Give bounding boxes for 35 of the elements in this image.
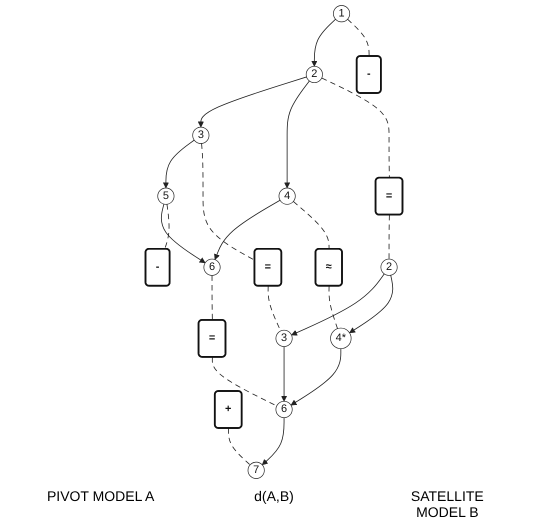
arrow [290,348,342,406]
arrow [291,273,385,336]
arrow [214,200,280,260]
arrow [311,18,336,67]
connector [212,356,278,406]
connector [347,18,370,57]
arrow [284,80,310,188]
arrow [198,76,307,128]
arrow [162,140,195,188]
node-circle: 5 [157,188,174,205]
node-circle: 1 [333,5,350,22]
connector [164,204,170,250]
arrow [160,204,206,264]
node-circle: 3 [192,126,210,144]
connector [212,275,213,321]
node-circle: 4* [330,328,352,350]
connector [201,143,256,261]
connector [228,428,250,466]
node-circle: 3 [276,330,293,347]
connector [328,286,338,330]
node-circle: 6 [276,400,293,418]
connector [292,201,330,250]
model-label: SATELLITE MODEL B [410,488,485,520]
node-circle: 6 [204,258,221,276]
arrow [281,346,288,402]
model-label: d(A,B) [253,488,295,506]
node-circle: 2 [306,66,323,84]
node-circle: 7 [248,462,265,479]
connector [388,214,390,260]
arrow [349,274,394,334]
node-circle: 4 [278,188,296,205]
node-circle: 2 [380,258,398,276]
arrow [262,417,284,466]
model-label: PIVOT MODEL A [46,488,156,506]
connector [321,78,390,178]
